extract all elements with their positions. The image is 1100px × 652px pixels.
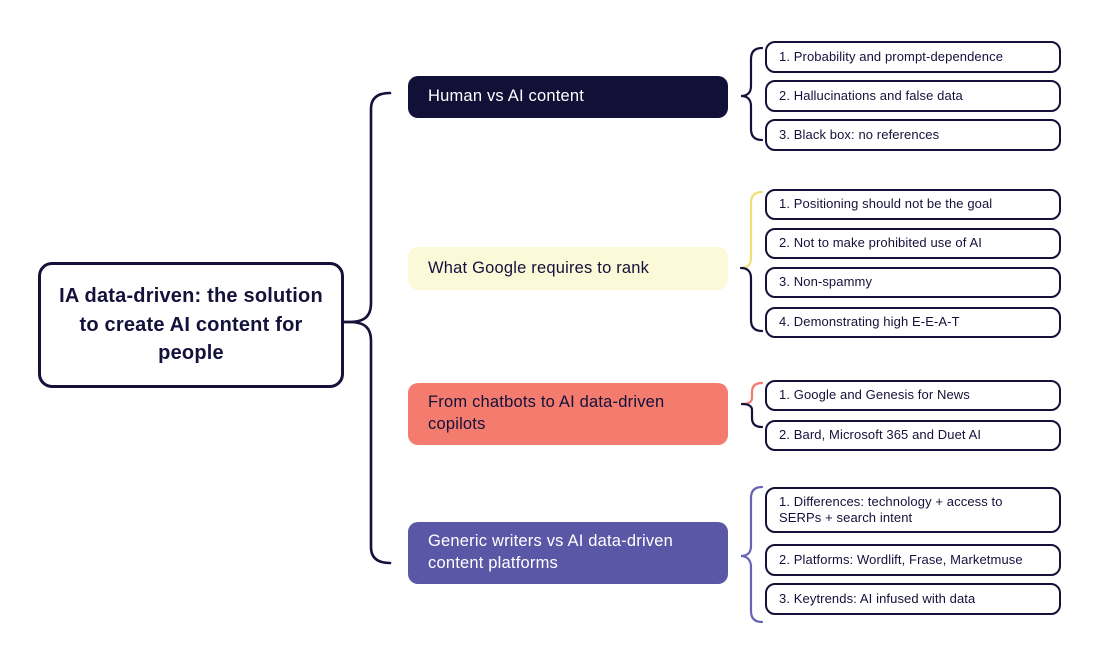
- leaf-node: 3. Non-spammy: [765, 267, 1061, 298]
- root-node: IA data-driven: the solution to create A…: [38, 262, 344, 388]
- root-brace: [341, 91, 392, 565]
- leaf-label: 2. Not to make prohibited use of AI: [779, 235, 982, 251]
- leaf-label: 3. Keytrends: AI infused with data: [779, 590, 976, 606]
- leaf-node: 3. Black box: no references: [765, 119, 1061, 151]
- leaf-label: 1. Probability and prompt-dependence: [779, 48, 1004, 64]
- leaf-node: 1. Differences: technology + access to S…: [765, 487, 1061, 533]
- leaf-label: 3. Non-spammy: [779, 274, 873, 290]
- leaf-label: 1. Google and Genesis for News: [779, 387, 970, 403]
- leaf-node: 1. Probability and prompt-dependence: [765, 41, 1061, 73]
- branch-node-human-vs-ai: Human vs AI content: [408, 76, 728, 118]
- branch-label: From chatbots to AI data-driven copilots: [428, 393, 665, 433]
- leaf-node: 1. Google and Genesis for News: [765, 380, 1061, 411]
- branch-brace-chatbots: [740, 381, 764, 429]
- branch-brace-human-vs-ai: [740, 46, 764, 142]
- leaf-label: 1. Positioning should not be the goal: [779, 196, 993, 212]
- branch-node-chatbots: From chatbots to AI data-driven copilots: [408, 383, 728, 445]
- branch-node-google-rank: What Google requires to rank: [408, 247, 728, 290]
- leaf-node: 2. Hallucinations and false data: [765, 80, 1061, 112]
- leaf-label: 2. Bard, Microsoft 365 and Duet AI: [779, 427, 982, 443]
- leaf-node: 2. Not to make prohibited use of AI: [765, 228, 1061, 259]
- leaf-node: 1. Positioning should not be the goal: [765, 189, 1061, 220]
- branch-brace-google-rank: [739, 190, 764, 333]
- branch-label: Human vs AI content: [428, 87, 585, 106]
- leaf-label: 4. Demonstrating high E-E-A-T: [779, 314, 960, 330]
- leaf-node: 2. Bard, Microsoft 365 and Duet AI: [765, 420, 1061, 451]
- leaf-node: 4. Demonstrating high E-E-A-T: [765, 307, 1061, 338]
- leaf-label: 3. Black box: no references: [779, 126, 940, 142]
- leaf-label: 1. Differences: technology + access to S…: [779, 493, 1003, 525]
- branch-brace-writers: [740, 485, 764, 624]
- leaf-node: 3. Keytrends: AI infused with data: [765, 583, 1061, 615]
- branch-label: Generic writers vs AI data-driven conten…: [428, 532, 674, 572]
- leaf-label: 2. Hallucinations and false data: [779, 87, 963, 103]
- root-node-label: IA data-driven: the solution to create A…: [59, 285, 323, 365]
- leaf-label: 2. Platforms: Wordlift, Frase, Marketmus…: [779, 551, 1023, 567]
- leaf-node: 2. Platforms: Wordlift, Frase, Marketmus…: [765, 544, 1061, 576]
- branch-label: What Google requires to rank: [428, 258, 650, 277]
- branch-node-writers: Generic writers vs AI data-driven conten…: [408, 522, 728, 584]
